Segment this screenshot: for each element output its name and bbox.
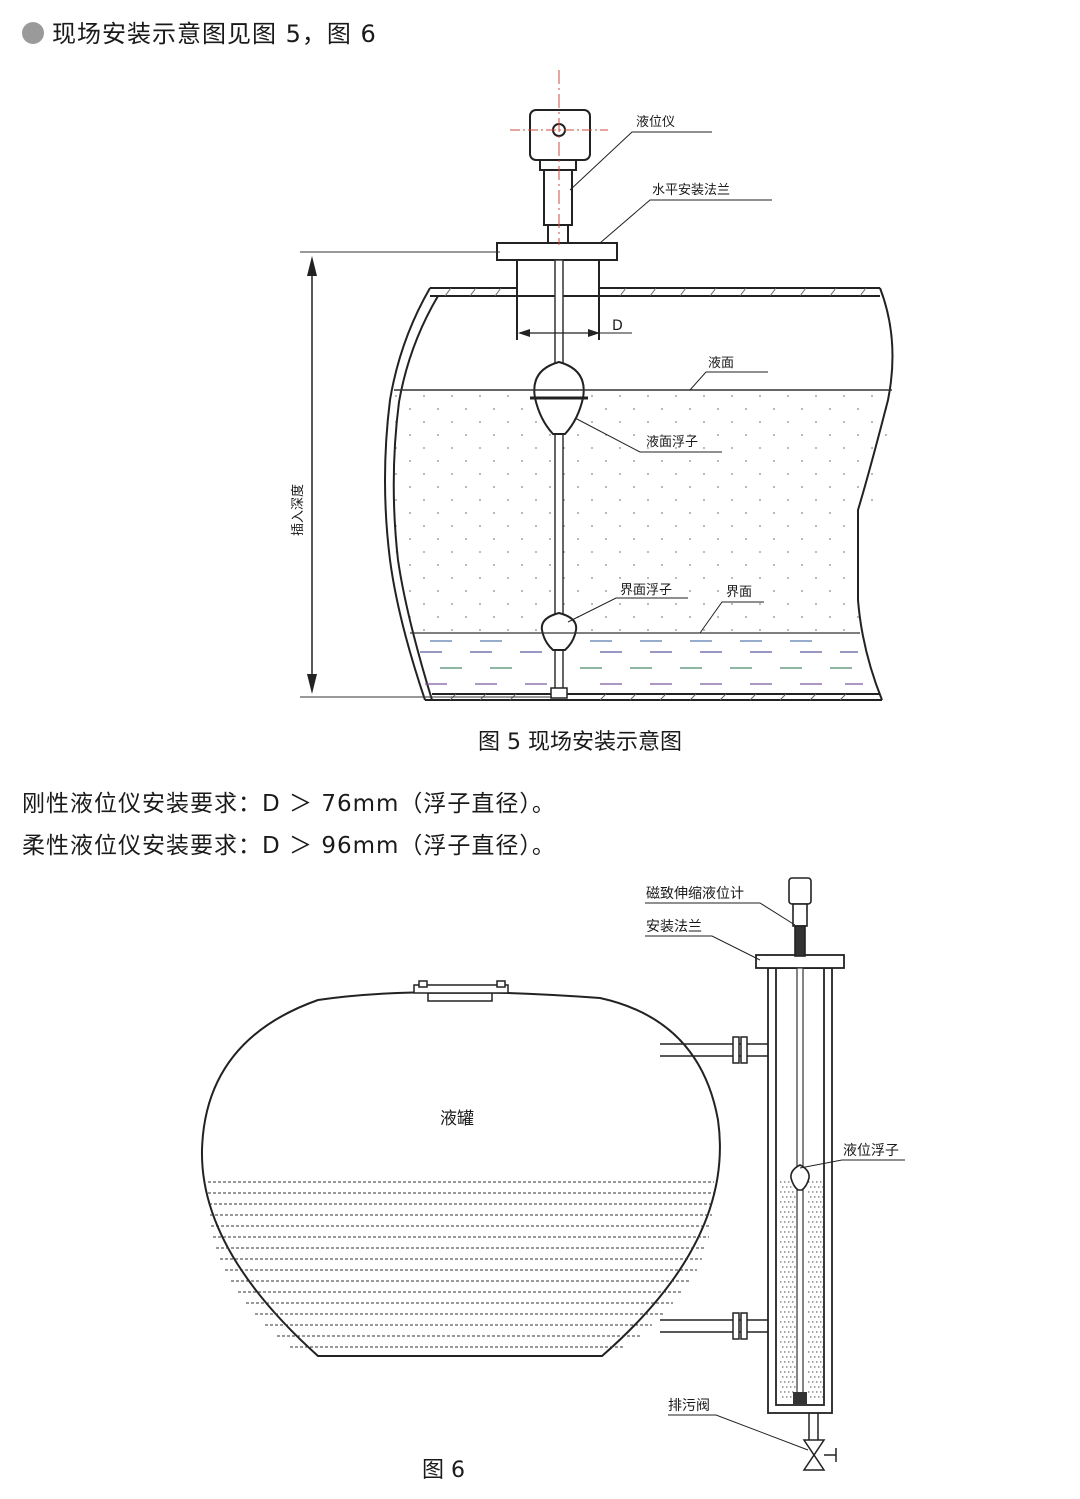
insertion-depth-label: 插入深度 xyxy=(290,484,306,536)
flange-label: 水平安装法兰 xyxy=(652,183,730,198)
liquid-surface-label: 液面 xyxy=(708,356,734,371)
diameter-label: D xyxy=(612,318,623,334)
gauge-label: 液位仪 xyxy=(636,115,675,130)
figure-6-caption: 图 6 xyxy=(422,1458,465,1483)
magnetostrictive-gauge xyxy=(788,877,812,957)
lower-liquid-dashes xyxy=(420,640,863,685)
tank-liquid-region xyxy=(389,392,894,635)
interface-float xyxy=(540,611,578,651)
gauge-label: 磁致伸缩液位计 xyxy=(646,886,744,902)
interface-label: 界面 xyxy=(726,585,752,600)
column-liquid-dots xyxy=(780,1181,824,1398)
column-flange xyxy=(755,954,845,969)
section-heading: 现场安装示意图见图 5，图 6 xyxy=(52,20,377,48)
connecting-pipes xyxy=(660,1036,768,1340)
flexible-requirement: 柔性液位仪安装要求：D ＞ 96mm（浮子直径）。 xyxy=(22,833,556,859)
surface-float-label: 液面浮子 xyxy=(646,435,698,450)
tank-liquid-lines xyxy=(208,1181,714,1348)
flange-label: 安装法兰 xyxy=(646,919,702,935)
tank-outline xyxy=(384,287,894,701)
bullet-icon xyxy=(22,22,44,44)
float-label: 液位浮子 xyxy=(843,1143,899,1159)
tank-outline xyxy=(200,990,721,1357)
level-float xyxy=(790,1164,810,1191)
interface-float-label: 界面浮子 xyxy=(620,583,672,598)
tank-top-flange xyxy=(413,980,509,1002)
figure-5-diagram: 插入深度 D 液位仪 水平安装法兰 液面 液面浮子 界面浮子 界面 xyxy=(290,70,894,701)
drain-valve xyxy=(802,1413,837,1471)
figure-5-caption: 图 5 现场安装示意图 xyxy=(478,730,682,755)
rigid-requirement: 刚性液位仪安装要求：D ＞ 76mm（浮子直径）。 xyxy=(22,791,556,817)
gauge-head xyxy=(529,109,591,244)
drain-valve-label: 排污阀 xyxy=(668,1398,710,1414)
tank-label: 液罐 xyxy=(440,1109,474,1129)
